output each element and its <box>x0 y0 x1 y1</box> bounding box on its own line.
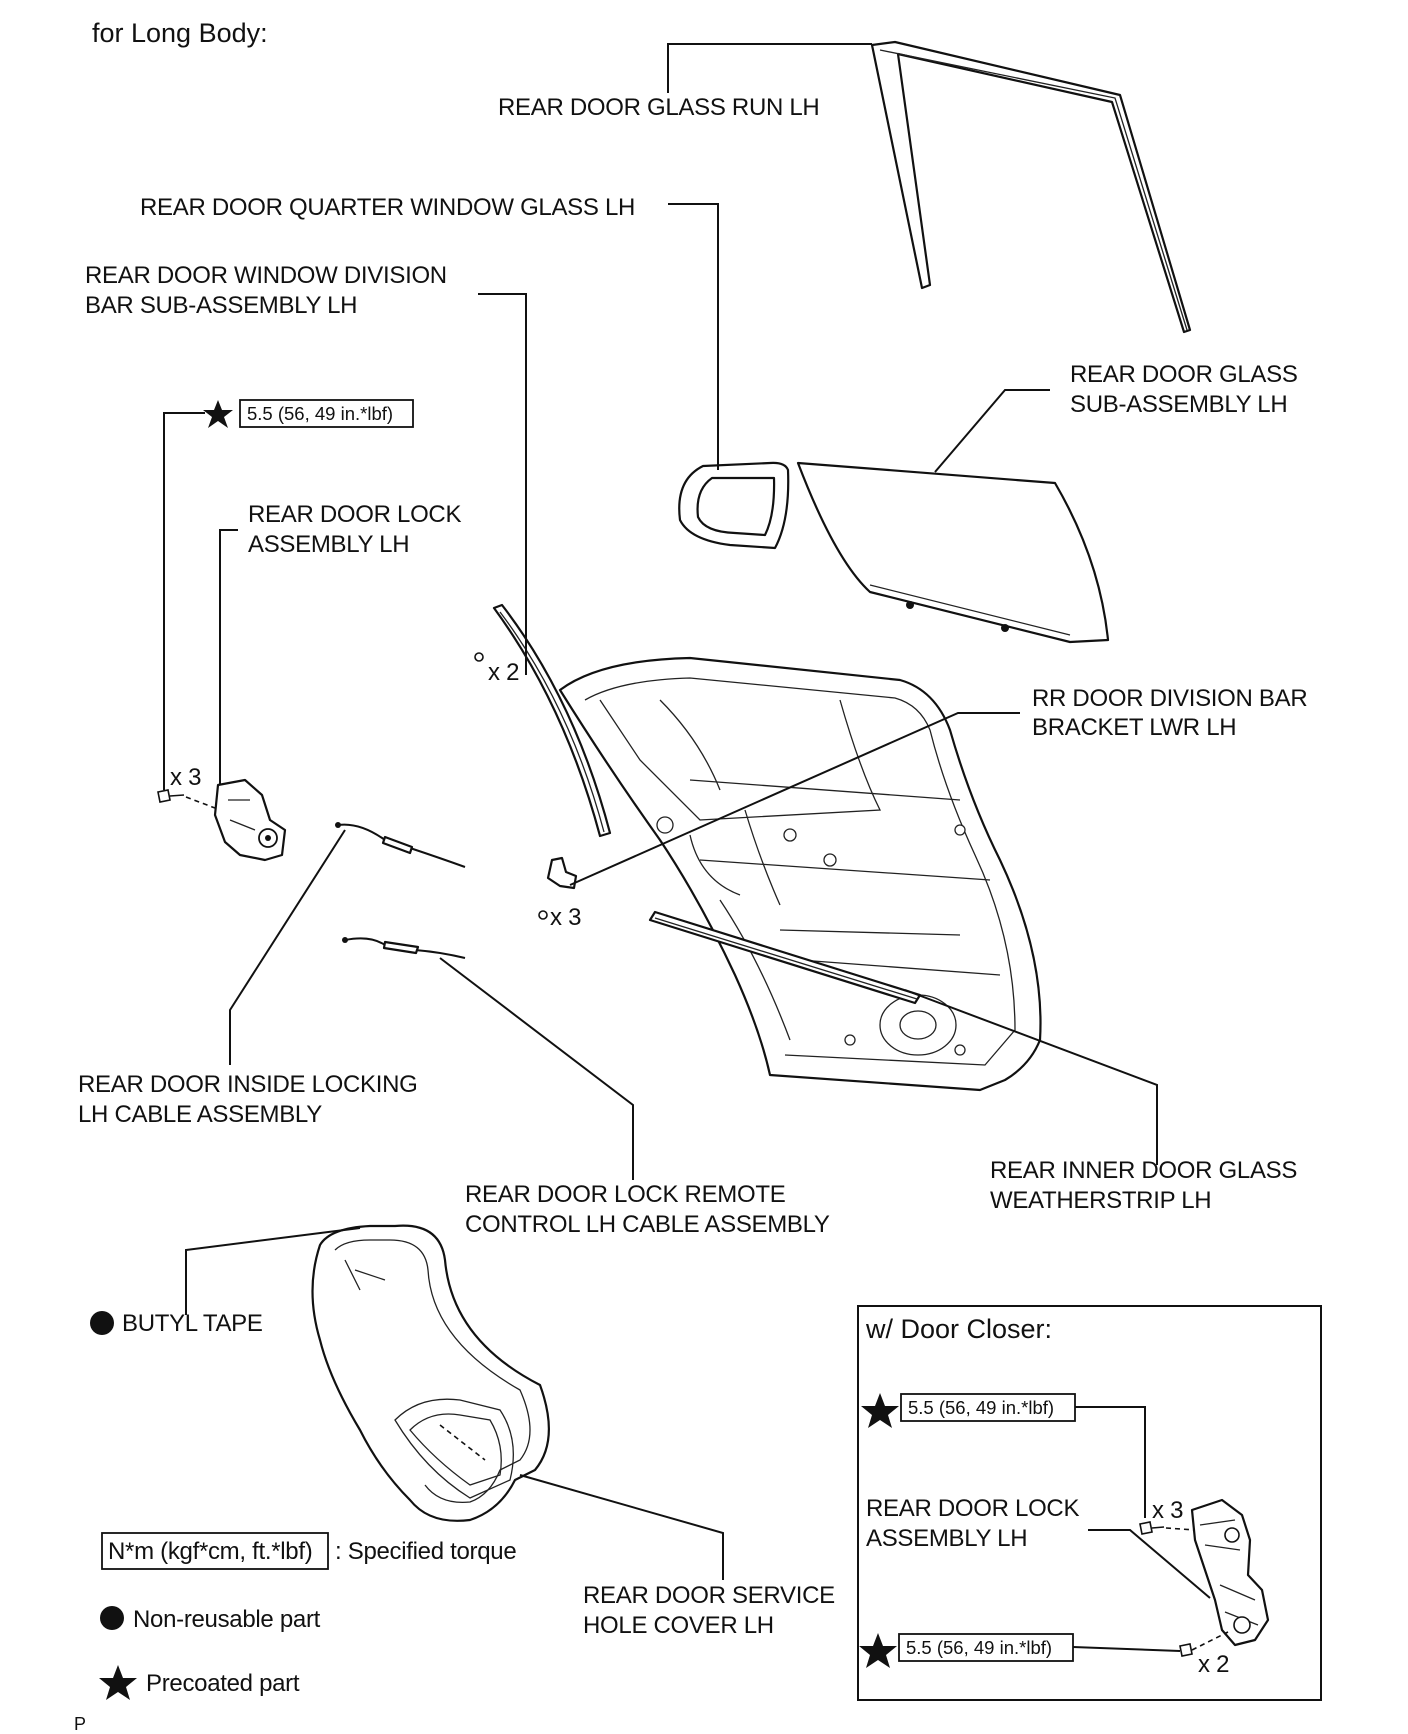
remote-control-cable-drawing <box>342 937 466 959</box>
lock-bolt-dashline <box>185 796 216 809</box>
legend-torque-box <box>101 1532 329 1570</box>
leader-service-cover <box>519 1474 724 1580</box>
leader-door-glass <box>934 389 1050 473</box>
label-bracket-2: BRACKET LWR LH <box>1032 714 1236 741</box>
torque-closer-lower: 5.5 (56, 49 in.*lbf) <box>906 1637 1052 1658</box>
leader-division-bar <box>478 293 527 675</box>
inset-upper-bolt-icon <box>1139 1521 1165 1535</box>
label-door-glass-1: REAR DOOR GLASS <box>1070 361 1298 388</box>
legend-torque-text: : Specified torque <box>335 1538 516 1565</box>
inside-locking-cable-drawing <box>335 822 466 868</box>
leader-bracket <box>569 712 1020 886</box>
leader-closer-lower-torque <box>1072 1646 1181 1652</box>
torque-box-closer-lower <box>898 1633 1074 1662</box>
label-quarter-glass: REAR DOOR QUARTER WINDOW GLASS LH <box>140 194 635 221</box>
label-remote-cable-1: REAR DOOR LOCK REMOTE <box>465 1181 785 1208</box>
lock-bolt-icon <box>157 789 185 803</box>
inset-label-lock-1: REAR DOOR LOCK <box>866 1495 1079 1522</box>
torque-box-lock <box>239 399 414 428</box>
label-door-glass-2: SUB-ASSEMBLY LH <box>1070 391 1287 418</box>
leader-glass-run <box>667 43 872 93</box>
division-screw-icon <box>474 652 484 662</box>
qty-closer-upper: x 3 <box>1152 1497 1183 1524</box>
leader-weatherstrip <box>904 989 1158 1165</box>
service-hole-cover-drawing <box>311 1224 550 1522</box>
label-inside-cable-1: REAR DOOR INSIDE LOCKING <box>78 1071 418 1098</box>
legend-precoated-star-icon <box>99 1665 137 1700</box>
label-service-cover-2: HOLE COVER LH <box>583 1612 774 1639</box>
label-division-bar-1: REAR DOOR WINDOW DIVISION <box>85 262 447 289</box>
label-weatherstrip-1: REAR INNER DOOR GLASS <box>990 1157 1297 1184</box>
nonreusable-dot-icon <box>90 1311 114 1335</box>
torque-closer-upper: 5.5 (56, 49 in.*lbf) <box>908 1397 1054 1418</box>
label-glass-run: REAR DOOR GLASS RUN LH <box>498 94 819 121</box>
leader-inset-lock <box>1088 1529 1211 1599</box>
inset-lock-with-closer-drawing <box>1190 1498 1270 1647</box>
label-butyl-tape: BUTYL TAPE <box>122 1310 263 1337</box>
leader-lock-torque <box>163 412 205 790</box>
legend-nonreusable-icon <box>100 1606 124 1630</box>
rear-door-glass-drawing <box>796 461 1110 644</box>
label-division-bar-2: BAR SUB-ASSEMBLY LH <box>85 292 357 319</box>
division-bar-drawing <box>492 603 612 838</box>
qty-bracket-screws: x 3 <box>550 904 581 931</box>
label-remote-cable-2: CONTROL LH CABLE ASSEMBLY <box>465 1211 830 1238</box>
inset-upper-bolt-dashline <box>1165 1527 1196 1531</box>
leader-closer-upper-torque <box>1075 1406 1146 1518</box>
section-title: for Long Body: <box>92 18 268 48</box>
qty-lock-screws: x 3 <box>170 764 201 791</box>
footer-code: P <box>74 1714 86 1734</box>
door-lock-assembly-drawing <box>213 778 287 862</box>
legend-precoated: Precoated part <box>146 1670 300 1697</box>
inset-precoated-star-lower-icon <box>859 1633 897 1668</box>
label-inside-cable-2: LH CABLE ASSEMBLY <box>78 1101 322 1128</box>
torque-box-closer-upper <box>900 1393 1076 1422</box>
leader-remote-cable <box>439 957 634 1180</box>
leader-inside-cable <box>229 829 346 1065</box>
legend-nonreusable: Non-reusable part <box>133 1606 321 1633</box>
rear-door-panel-drawing <box>558 656 1042 1092</box>
inset-precoated-star-upper-icon <box>861 1393 899 1428</box>
qty-division-screw: x 2 <box>488 659 519 686</box>
leader-butyl-tape <box>185 1227 361 1315</box>
leader-quarter-glass <box>668 203 719 470</box>
inset-lower-bolt-dashline <box>1191 1631 1229 1651</box>
label-weatherstrip-2: WEATHERSTRIP LH <box>990 1187 1211 1214</box>
torque-lock: 5.5 (56, 49 in.*lbf) <box>247 403 393 424</box>
label-service-cover-1: REAR DOOR SERVICE <box>583 1582 835 1609</box>
legend-torque-box-text: N*m (kgf*cm, ft.*lbf) <box>108 1538 312 1565</box>
rear-door-glass-run-drawing <box>870 40 1192 334</box>
inset-label-lock-2: ASSEMBLY LH <box>866 1525 1027 1552</box>
label-bracket-1: RR DOOR DIVISION BAR <box>1032 685 1307 712</box>
quarter-window-glass-drawing <box>678 461 790 550</box>
leader-lock <box>219 529 238 785</box>
qty-closer-lower: x 2 <box>1198 1651 1229 1678</box>
bracket-screw-icon <box>538 910 548 920</box>
precoated-star-icon <box>203 400 233 428</box>
label-lock-1: REAR DOOR LOCK <box>248 501 461 528</box>
inset-lower-bolt-icon <box>1179 1643 1193 1657</box>
label-lock-2: ASSEMBLY LH <box>248 531 409 558</box>
inset-title: w/ Door Closer: <box>865 1314 1052 1344</box>
